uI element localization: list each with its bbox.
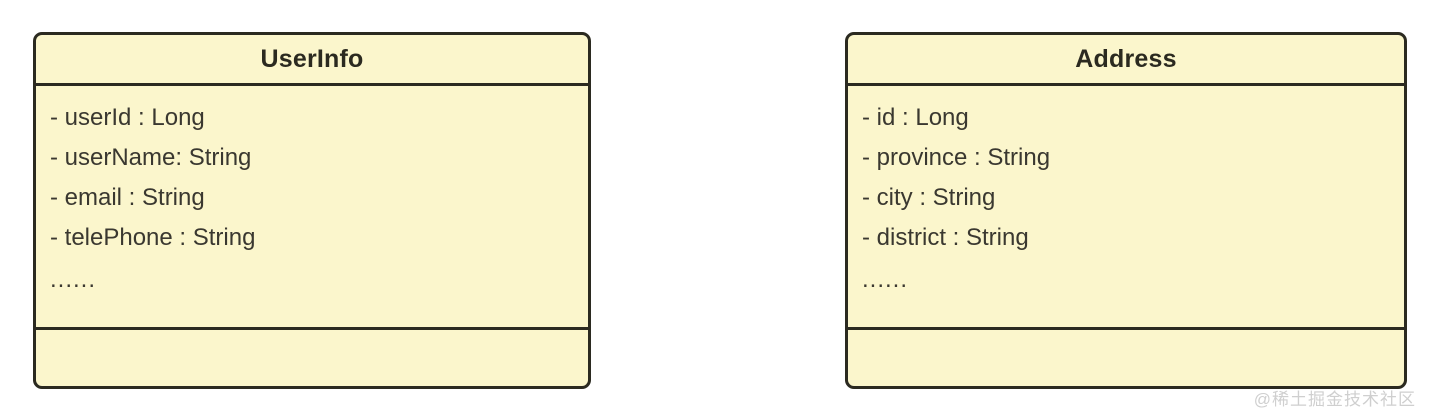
attribute-row: - userId : Long [50, 104, 205, 131]
uml-class-userinfo[interactable]: UserInfo - userId : Long - userName: Str… [33, 32, 591, 389]
attribute-row: - city : String [862, 184, 996, 211]
uml-class-address[interactable]: Address - id : Long - province : String … [845, 32, 1407, 389]
class-attributes-userinfo: - userId : Long - userName: String - ema… [36, 86, 588, 330]
attribute-row-ellipsis: ...... [50, 266, 97, 293]
attribute-row: - email : String [50, 184, 205, 211]
attribute-row: - district : String [862, 224, 1029, 251]
attribute-row: - userName: String [50, 144, 252, 171]
class-attributes-address: - id : Long - province : String - city :… [848, 86, 1404, 330]
attribute-row-ellipsis: ...... [862, 266, 909, 293]
attribute-row: - province : String [862, 144, 1051, 171]
attribute-row: - id : Long [862, 104, 969, 131]
class-title-userinfo: UserInfo [36, 35, 588, 86]
class-methods-address [848, 330, 1404, 386]
class-methods-userinfo [36, 330, 588, 386]
watermark-text: @稀土掘金技术社区 [1253, 390, 1416, 409]
attribute-row: - telePhone : String [50, 224, 256, 251]
class-title-address: Address [848, 35, 1404, 86]
